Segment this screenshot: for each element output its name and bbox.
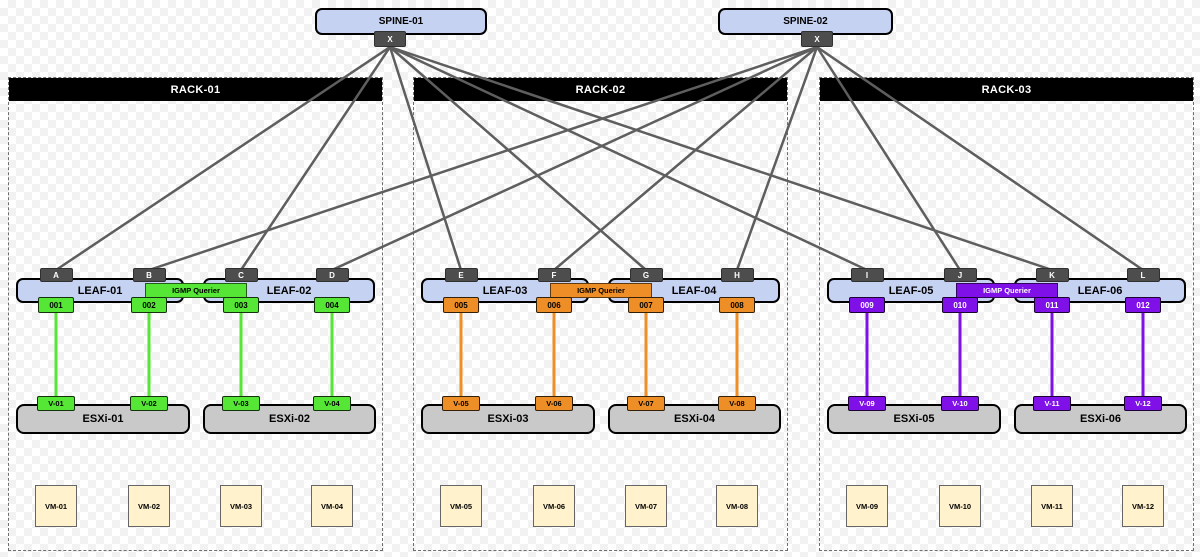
uplink-port-a[interactable]: A xyxy=(39,268,73,282)
leaf-label-leaf-06: LEAF-06 xyxy=(1077,284,1123,297)
rack-2-header: RACK-02 xyxy=(414,78,787,101)
rack-2-container: RACK-02 xyxy=(413,77,788,551)
esxi-label-esxi-02: ESXi-02 xyxy=(269,413,310,425)
leaf-label-leaf-03: LEAF-03 xyxy=(482,284,528,297)
access-port-007[interactable]: 007 xyxy=(628,297,664,313)
access-port-004[interactable]: 004 xyxy=(314,297,350,313)
uplink-port-f[interactable]: F xyxy=(537,268,571,282)
link-spine-02-port-h xyxy=(735,45,819,272)
uplink-port-c[interactable]: C xyxy=(224,268,258,282)
uplink-port-d[interactable]: D xyxy=(315,268,349,282)
rack-3-container: RACK-03 xyxy=(819,77,1194,551)
vport-v-07[interactable]: V-07 xyxy=(627,396,665,411)
vport-v-05[interactable]: V-05 xyxy=(442,396,480,411)
access-port-012[interactable]: 012 xyxy=(1125,297,1161,313)
link-spine-02-port-l xyxy=(815,45,1145,272)
vm-node-vm-08[interactable]: VM-08 xyxy=(716,485,758,527)
access-port-011[interactable]: 011 xyxy=(1034,297,1070,313)
uplink-port-b[interactable]: B xyxy=(132,268,166,282)
access-port-002[interactable]: 002 xyxy=(131,297,167,313)
leaf-label-leaf-02: LEAF-02 xyxy=(266,284,312,297)
vport-v-01[interactable]: V-01 xyxy=(37,396,75,411)
link-spine-01-port-c xyxy=(239,45,392,272)
rack-1-header: RACK-01 xyxy=(9,78,382,101)
vm-node-vm-03[interactable]: VM-03 xyxy=(220,485,262,527)
access-port-005[interactable]: 005 xyxy=(443,297,479,313)
access-port-008[interactable]: 008 xyxy=(719,297,755,313)
vm-node-vm-12[interactable]: VM-12 xyxy=(1122,485,1164,527)
access-port-001[interactable]: 001 xyxy=(38,297,74,313)
vport-v-04[interactable]: V-04 xyxy=(313,396,351,411)
uplink-port-h[interactable]: H xyxy=(720,268,754,282)
access-port-010[interactable]: 010 xyxy=(942,297,978,313)
spine-01-node[interactable]: SPINE-01 xyxy=(315,8,487,35)
link-spine-01-port-g xyxy=(388,45,648,272)
vm-node-vm-06[interactable]: VM-06 xyxy=(533,485,575,527)
spine-02-label: SPINE-02 xyxy=(783,16,828,27)
vm-node-vm-04[interactable]: VM-04 xyxy=(311,485,353,527)
vm-node-vm-01[interactable]: VM-01 xyxy=(35,485,77,527)
spine-01-label: SPINE-01 xyxy=(378,16,424,27)
vm-node-vm-11[interactable]: VM-11 xyxy=(1031,485,1073,527)
access-port-003[interactable]: 003 xyxy=(223,297,259,313)
vport-v-09[interactable]: V-09 xyxy=(848,396,886,411)
link-spine-01-port-k xyxy=(388,45,1054,272)
uplink-port-l[interactable]: L xyxy=(1126,268,1160,282)
access-port-006[interactable]: 006 xyxy=(536,297,572,313)
igmp-querier-rack-02[interactable]: IGMP Querier xyxy=(550,283,652,298)
vport-v-10[interactable]: V-10 xyxy=(941,396,979,411)
esxi-label-esxi-05: ESXi-05 xyxy=(893,413,935,425)
leaf-label-leaf-04: LEAF-04 xyxy=(671,284,717,297)
esxi-label-esxi-01: ESXi-01 xyxy=(82,413,124,425)
link-spine-02-port-b xyxy=(147,45,819,272)
esxi-label-esxi-03: ESXi-03 xyxy=(487,413,529,425)
vport-v-11[interactable]: V-11 xyxy=(1033,396,1071,411)
igmp-querier-rack-01[interactable]: IGMP Querier xyxy=(145,283,247,298)
uplink-port-i[interactable]: I xyxy=(850,268,884,282)
spine-01-port-x[interactable]: X xyxy=(374,31,406,47)
spine-02-port-x[interactable]: X xyxy=(801,31,833,47)
link-spine-01-port-a xyxy=(54,45,392,272)
vm-node-vm-05[interactable]: VM-05 xyxy=(440,485,482,527)
link-spine-02-port-j xyxy=(815,45,962,272)
link-spine-02-port-d xyxy=(330,45,819,272)
access-port-009[interactable]: 009 xyxy=(849,297,885,313)
vport-v-06[interactable]: V-06 xyxy=(535,396,573,411)
vm-node-vm-02[interactable]: VM-02 xyxy=(128,485,170,527)
uplink-port-g[interactable]: G xyxy=(629,268,663,282)
vport-v-12[interactable]: V-12 xyxy=(1124,396,1162,411)
esxi-label-esxi-04: ESXi-04 xyxy=(674,413,715,425)
vport-v-02[interactable]: V-02 xyxy=(130,396,168,411)
igmp-querier-rack-03[interactable]: IGMP Querier xyxy=(956,283,1058,298)
vport-v-08[interactable]: V-08 xyxy=(718,396,756,411)
uplink-port-k[interactable]: K xyxy=(1035,268,1069,282)
uplink-port-e[interactable]: E xyxy=(444,268,478,282)
vport-v-03[interactable]: V-03 xyxy=(222,396,260,411)
link-spine-01-port-i xyxy=(388,45,869,272)
esxi-label-esxi-06: ESXi-06 xyxy=(1080,413,1121,425)
rack-1-container: RACK-01 xyxy=(8,77,383,551)
leaf-label-leaf-01: LEAF-01 xyxy=(77,284,123,297)
vm-node-vm-07[interactable]: VM-07 xyxy=(625,485,667,527)
vm-node-vm-09[interactable]: VM-09 xyxy=(846,485,888,527)
link-spine-02-port-f xyxy=(552,45,819,272)
vm-node-vm-10[interactable]: VM-10 xyxy=(939,485,981,527)
rack-3-header: RACK-03 xyxy=(820,78,1193,101)
uplink-port-j[interactable]: J xyxy=(943,268,977,282)
leaf-label-leaf-05: LEAF-05 xyxy=(888,284,934,297)
link-spine-01-port-e xyxy=(388,45,463,272)
